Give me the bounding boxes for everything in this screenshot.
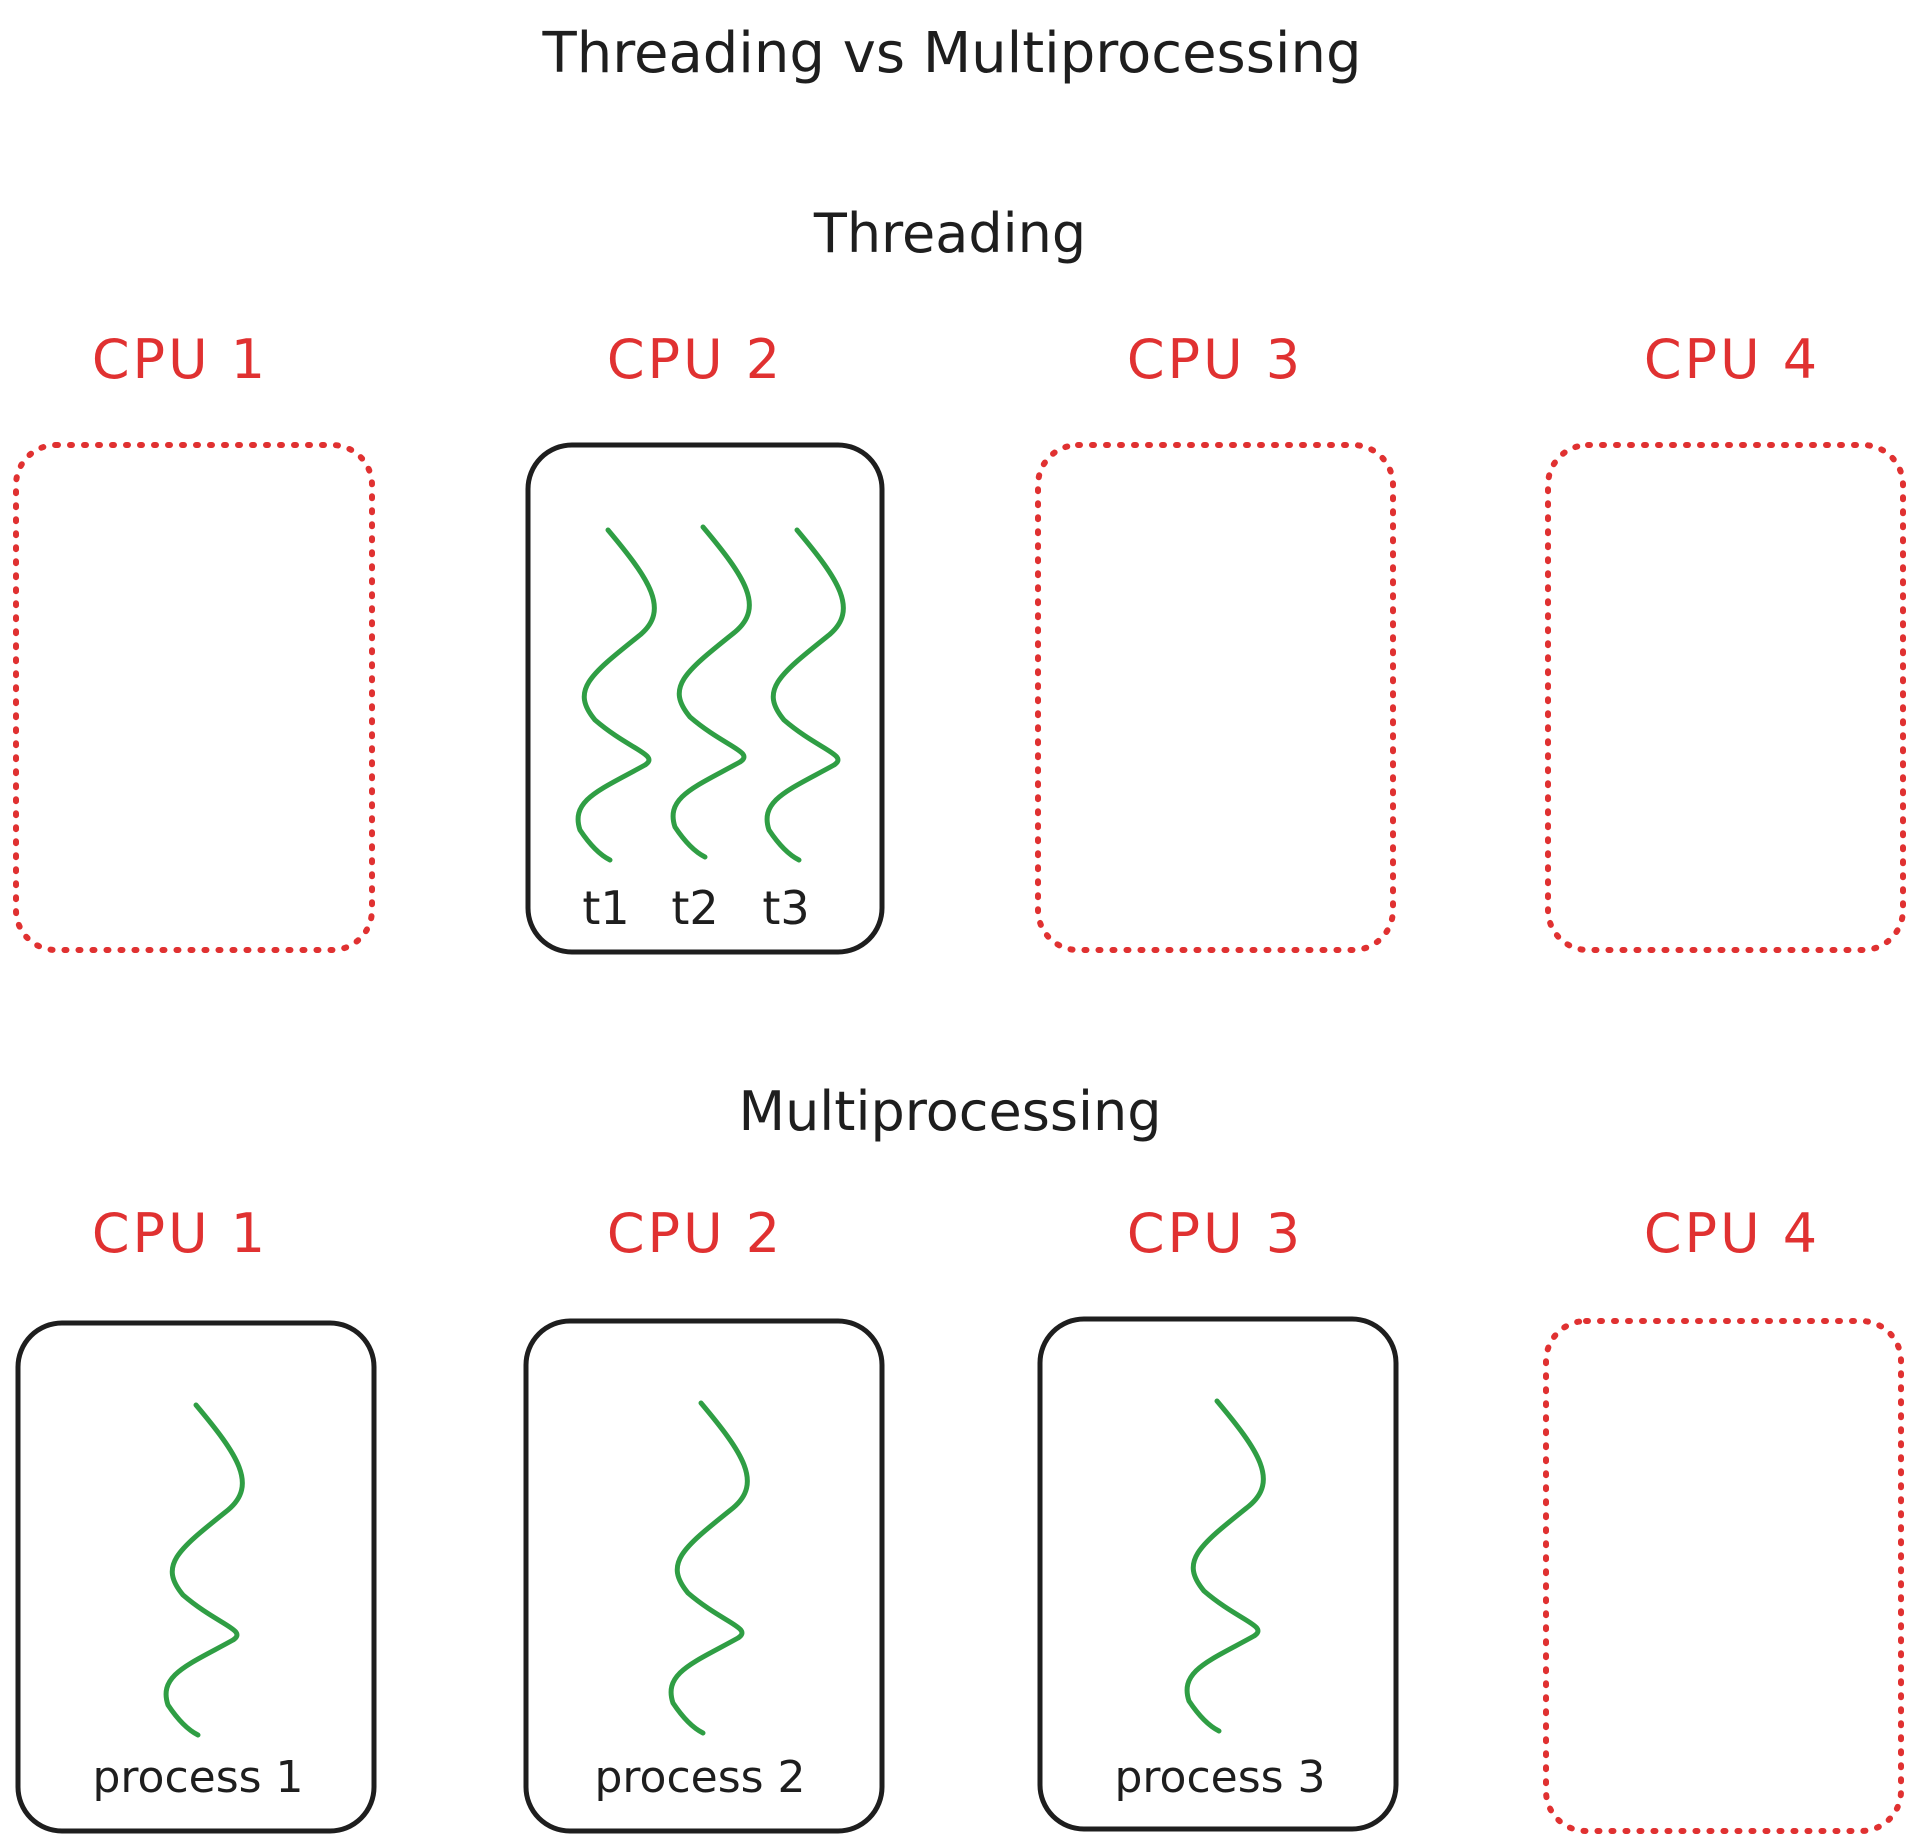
process-2-label: process 2 [594,1752,805,1803]
process-2-wave [668,1400,750,1736]
thread-t1-wave [575,527,657,863]
threading-cpu-1-box [13,442,375,953]
thread-t2-wave [670,524,752,860]
thread-t2-label: t2 [671,881,718,935]
threading-cpu-1-label: CPU 1 [92,328,268,391]
threading-cpu-4-label: CPU 4 [1644,328,1820,391]
process-1-label: process 1 [92,1752,303,1803]
process-3-label: process 3 [1114,1752,1325,1803]
thread-t3-label: t3 [762,881,809,935]
multiprocessing-cpu-1-box [15,1320,377,1834]
section-heading-multiprocessing: Multiprocessing [738,1080,1161,1143]
multiprocessing-cpu-3-box [1037,1316,1399,1832]
thread-t1-label: t1 [582,881,629,935]
multiprocessing-cpu-1-label: CPU 1 [92,1202,268,1265]
threading-cpu-4-box [1545,442,1906,953]
threading-cpu-2-label: CPU 2 [607,328,783,391]
multiprocessing-cpu-2-box [523,1318,885,1834]
multiprocessing-cpu-4-label: CPU 4 [1644,1202,1820,1265]
multiprocessing-cpu-2-label: CPU 2 [607,1202,783,1265]
threading-cpu-3-label: CPU 3 [1127,328,1303,391]
thread-t3-wave [764,527,846,863]
diagram-title: Threading vs Multiprocessing [542,21,1362,86]
process-1-wave [163,1402,245,1738]
multiprocessing-cpu-4-box [1543,1318,1904,1834]
process-3-wave [1184,1398,1266,1734]
multiprocessing-cpu-3-label: CPU 3 [1127,1202,1303,1265]
threading-cpu-3-box [1035,442,1396,953]
threading-cpu-2-box [525,442,885,955]
section-heading-threading: Threading [813,202,1086,265]
